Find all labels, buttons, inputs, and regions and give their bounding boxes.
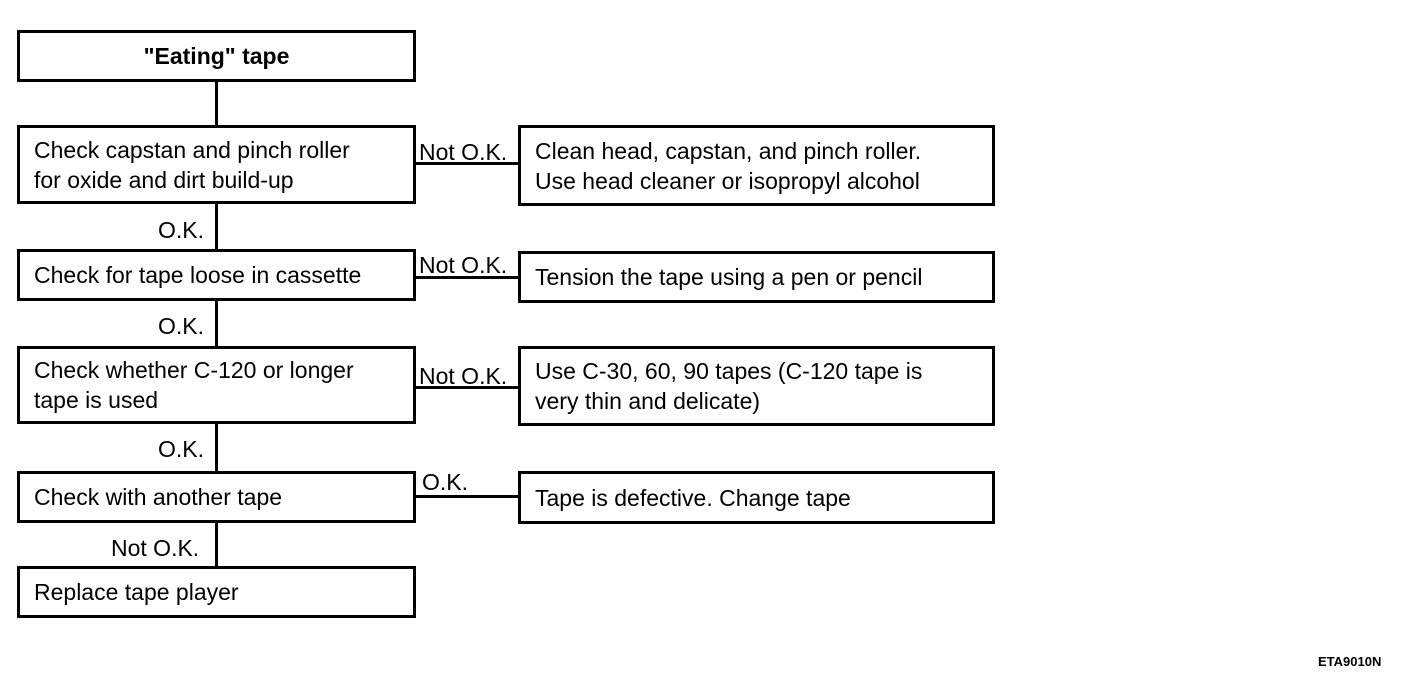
branch-label-step3: Not O.K. bbox=[419, 363, 508, 389]
action-text-step3: Use C-30, 60, 90 tapes (C-120 tape is ve… bbox=[535, 358, 923, 414]
check-text-step3: Check whether C-120 or longer tape is us… bbox=[34, 357, 354, 413]
action-box-step2: Tension the tape using a pen or pencil bbox=[518, 251, 995, 303]
action-text-step2: Tension the tape using a pen or pencil bbox=[535, 264, 923, 290]
branch-line-step2 bbox=[415, 276, 520, 279]
action-box-step3: Use C-30, 60, 90 tapes (C-120 tape is ve… bbox=[518, 346, 995, 426]
title-box: "Eating" tape bbox=[17, 30, 416, 82]
check-text-step4: Check with another tape bbox=[34, 484, 283, 510]
connector-step1-to-step2 bbox=[215, 203, 218, 251]
action-text-step1: Clean head, capstan, and pinch roller. U… bbox=[535, 137, 922, 194]
check-box-step4: Check with another tape bbox=[17, 471, 416, 523]
connector-step3-to-step4 bbox=[215, 423, 218, 473]
connector-title-to-step1 bbox=[215, 81, 218, 127]
check-text-step1: Check capstan and pinch roller for oxide… bbox=[34, 136, 350, 193]
next-label-step1: O.K. bbox=[158, 217, 205, 243]
next-label-step3: O.K. bbox=[158, 436, 205, 462]
action-box-step1: Clean head, capstan, and pinch roller. U… bbox=[518, 125, 995, 206]
final-text: Replace tape player bbox=[34, 579, 239, 605]
check-box-step2: Check for tape loose in cassette bbox=[17, 249, 416, 301]
branch-line-step1 bbox=[415, 162, 520, 165]
figure-code: ETA9010N bbox=[1318, 654, 1382, 669]
action-box-step4: Tape is defective. Change tape bbox=[518, 471, 995, 524]
title-text: "Eating" tape bbox=[143, 43, 290, 69]
next-label-step2: O.K. bbox=[158, 313, 205, 339]
connector-step4-to-final bbox=[215, 522, 218, 568]
branch-label-step1: Not O.K. bbox=[419, 139, 508, 165]
branch-line-step4 bbox=[415, 495, 520, 498]
branch-line-step3 bbox=[415, 386, 520, 389]
branch-label-step4: O.K. bbox=[422, 469, 469, 495]
final-box: Replace tape player bbox=[17, 566, 416, 618]
check-text-step2: Check for tape loose in cassette bbox=[34, 262, 362, 288]
branch-label-step2: Not O.K. bbox=[419, 252, 508, 278]
connector-step2-to-step3 bbox=[215, 300, 218, 348]
check-box-step1: Check capstan and pinch roller for oxide… bbox=[17, 125, 416, 204]
action-text-step4: Tape is defective. Change tape bbox=[535, 484, 851, 511]
next-label-step4: Not O.K. bbox=[111, 535, 200, 561]
check-box-step3: Check whether C-120 or longer tape is us… bbox=[17, 346, 416, 424]
